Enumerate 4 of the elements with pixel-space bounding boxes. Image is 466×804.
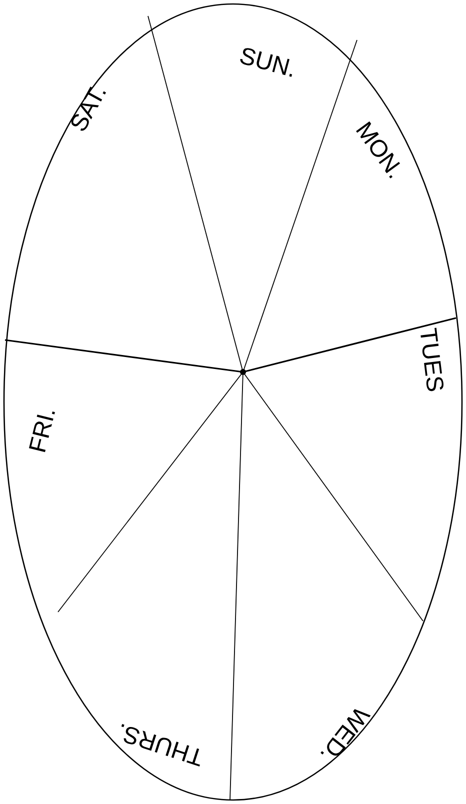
day-label: SAT.	[71, 86, 106, 131]
day-label: FRI.	[28, 412, 55, 452]
day-label: SUN.	[240, 48, 292, 77]
day-label: TUES	[420, 328, 444, 392]
